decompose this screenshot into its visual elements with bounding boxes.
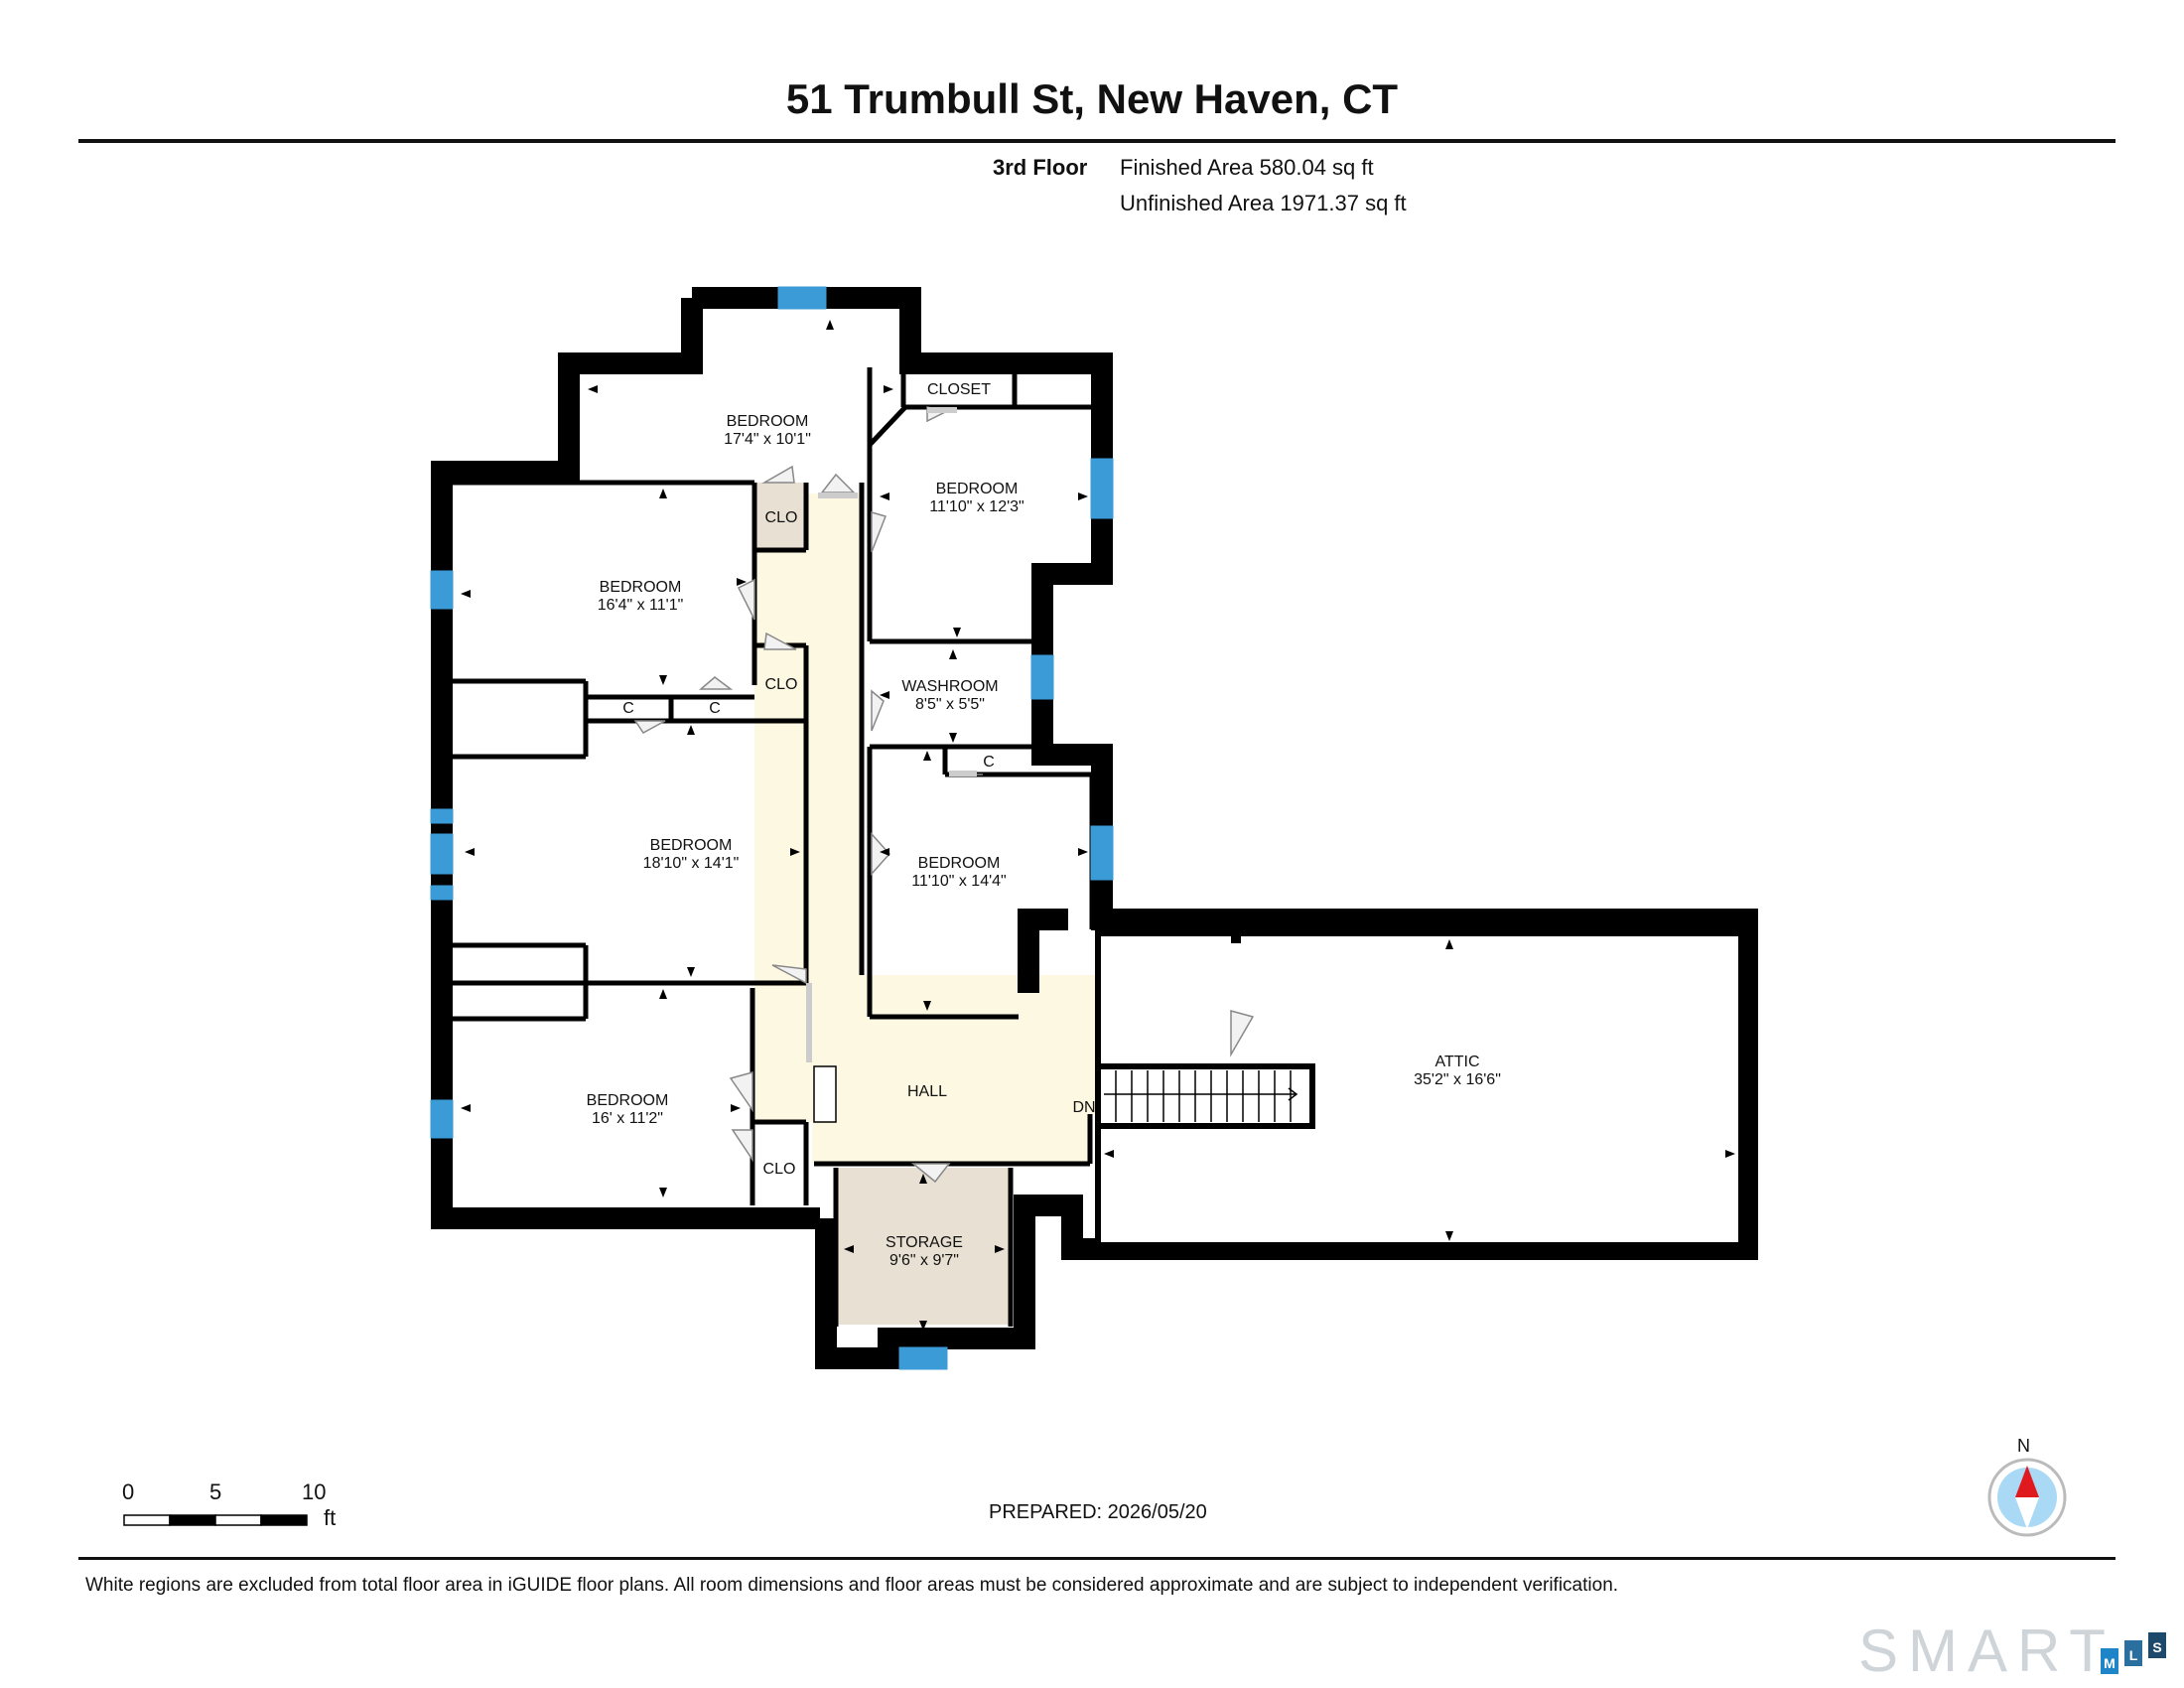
- clo-top-label: CLO: [765, 509, 798, 526]
- interior-walls: [452, 367, 1232, 1327]
- bedroom-sw-dims: 16' x 11'2": [592, 1110, 663, 1127]
- exterior-walls: [431, 287, 1758, 1369]
- attic-dims: 35'2" x 16'6": [1414, 1071, 1501, 1088]
- window-washroom: [1030, 654, 1054, 700]
- window-w2: [430, 833, 454, 875]
- window-east-bedroom: [1090, 825, 1114, 881]
- disclaimer-text: White regions are excluded from total fl…: [85, 1575, 1619, 1596]
- door-strips: [806, 407, 977, 1062]
- bedroom-e-name: BEDROOM: [918, 855, 1001, 872]
- doors: [633, 406, 1255, 1184]
- clo-top-floor: [756, 483, 806, 550]
- logo-letter-s: S: [2148, 1632, 2166, 1658]
- header-rule: [78, 139, 2116, 143]
- floor-label: 3rd Floor: [993, 155, 1088, 180]
- compass-north-label: N: [2017, 1436, 2030, 1456]
- scale-tick-5: 5: [209, 1479, 222, 1504]
- room-labels: BEDROOM 17'4" x 10'1" CLOSET BEDROOM 11'…: [587, 381, 1501, 1269]
- scale-bar: [123, 1514, 308, 1526]
- smart-logo-text: SMART: [1858, 1618, 2116, 1684]
- logo-letter-l: L: [2124, 1640, 2142, 1666]
- bedroom-nw-name: BEDROOM: [600, 579, 682, 596]
- logo-letter-m: M: [2101, 1648, 2118, 1674]
- washroom-dims: 8'5" x 5'5": [915, 696, 985, 713]
- property-title: 51 Trumbull St, New Haven, CT: [785, 75, 1399, 122]
- window-storage: [898, 1346, 948, 1370]
- c-label-3: C: [983, 754, 995, 771]
- c-label-2: C: [709, 700, 721, 717]
- bedroom-sw-name: BEDROOM: [587, 1092, 669, 1109]
- finished-area: Finished Area 580.04 sq ft: [1120, 155, 1374, 180]
- storage-dims: 9'6" x 9'7": [889, 1252, 959, 1269]
- bedroom-ne-dims: 11'10" x 12'3": [929, 498, 1024, 515]
- stairs-dn-label: DN: [1072, 1099, 1095, 1116]
- window-sw: [430, 1099, 454, 1139]
- bedroom-nw-dims: 16'4" x 11'1": [598, 597, 684, 614]
- dimension-arrows: [461, 320, 1735, 1331]
- closet-label: CLOSET: [927, 381, 991, 398]
- storage-floor: [836, 1168, 1011, 1325]
- unfinished-area: Unfinished Area 1971.37 sq ft: [1120, 191, 1407, 215]
- bedroom-top-dims: 17'4" x 10'1": [724, 431, 811, 448]
- prepared-date: PREPARED: 2026/05/20: [989, 1501, 1207, 1523]
- attic-wall-cut: [1231, 919, 1241, 943]
- bedroom-w-name: BEDROOM: [650, 837, 733, 854]
- clo-bottom-label: CLO: [763, 1161, 796, 1178]
- storage-name: STORAGE: [886, 1234, 963, 1251]
- hall-label: HALL: [907, 1083, 947, 1100]
- scale-unit: ft: [324, 1505, 337, 1530]
- window-ne: [1090, 458, 1114, 519]
- scale-tick-10: 10: [302, 1479, 327, 1504]
- stairs: [813, 1063, 1315, 1129]
- bedroom-top-name: BEDROOM: [727, 413, 809, 430]
- washroom-name: WASHROOM: [901, 678, 998, 695]
- window-w3: [430, 885, 454, 901]
- windows: [430, 286, 1114, 1370]
- window-top: [777, 286, 827, 310]
- clo-mid-label: CLO: [765, 676, 798, 693]
- attic-name: ATTIC: [1434, 1054, 1479, 1070]
- footer-rule: [78, 1557, 2116, 1560]
- window-nw: [430, 570, 454, 610]
- bedroom-e-dims: 11'10" x 14'4": [911, 873, 1006, 890]
- bedroom-w-dims: 18'10" x 14'1": [643, 855, 740, 872]
- scale-tick-0: 0: [122, 1479, 135, 1504]
- compass-icon: [1987, 1458, 2067, 1537]
- c-label-1: C: [622, 700, 634, 717]
- bedroom-ne-name: BEDROOM: [936, 481, 1019, 497]
- window-w1: [430, 808, 454, 824]
